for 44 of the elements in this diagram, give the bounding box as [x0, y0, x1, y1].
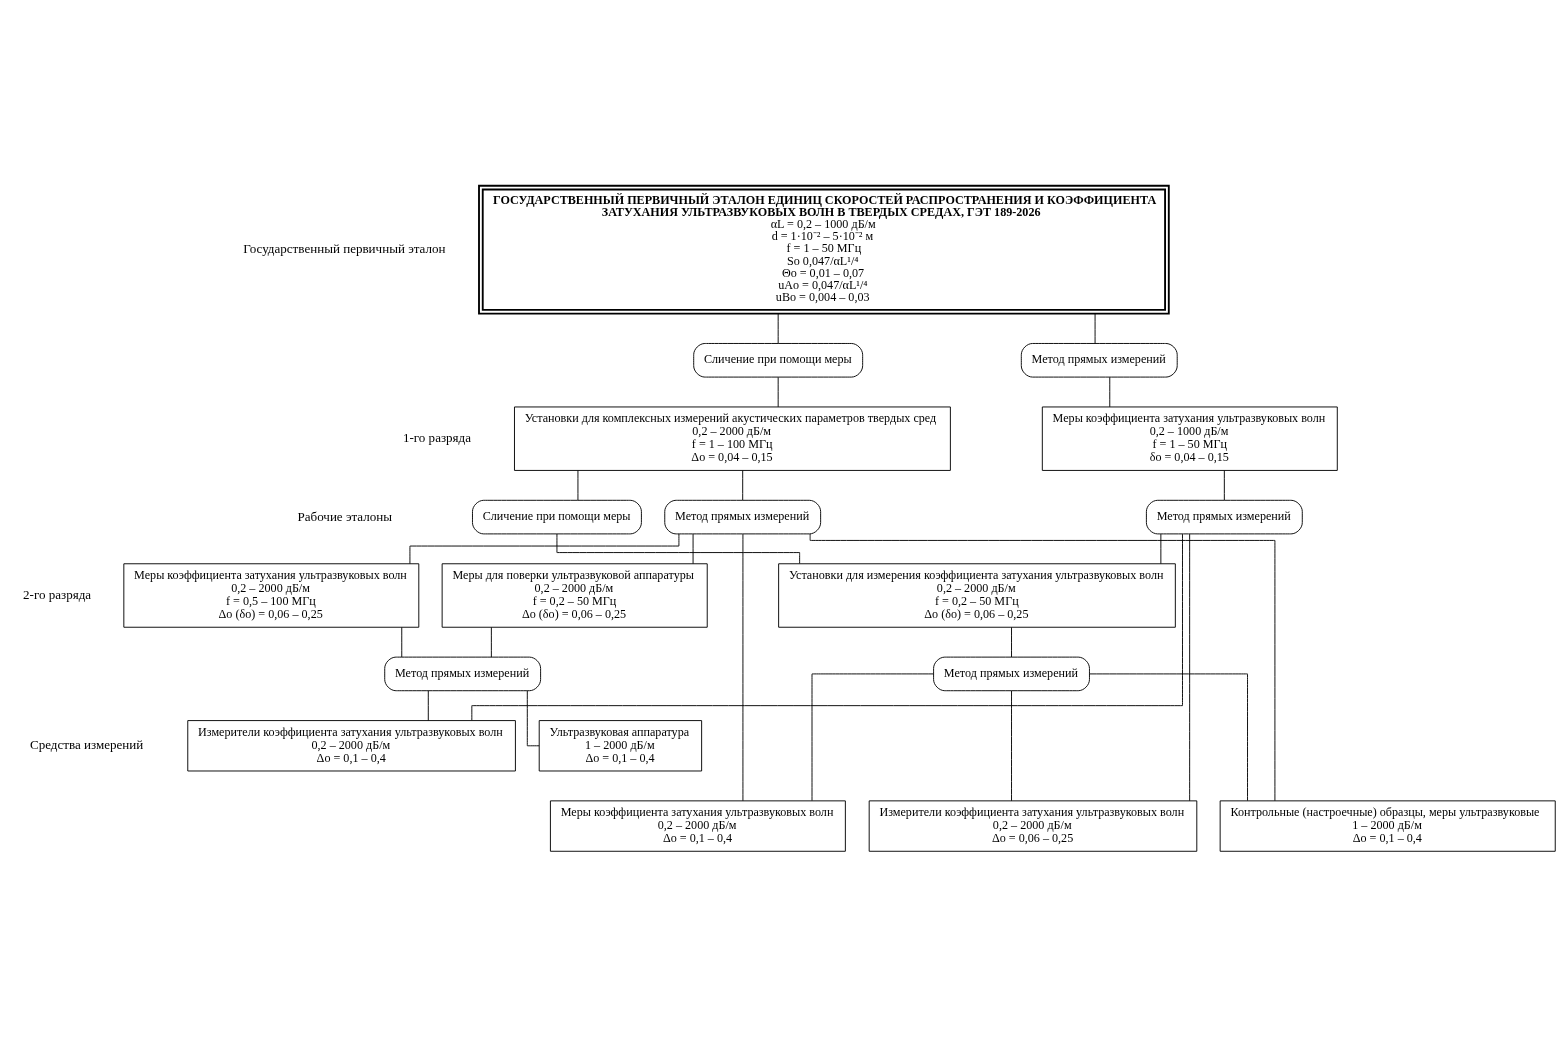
node-box: Контрольные (настроечные) образцы, меры ультразвуковые 1 – 2000 дБ/м Δo = 0,1 – 0,4: [1219, 800, 1556, 852]
connector: [401, 626, 403, 658]
connector: [777, 313, 779, 344]
connector: [471, 533, 1183, 721]
connector: [1011, 690, 1012, 802]
node-box: Измерители коэффициента затухания ультразвуковых волн 0,2 – 2000 дБ/м Δo = 0,06 – 0,25: [868, 800, 1198, 852]
connector: [556, 533, 801, 564]
node-box: Метод прямых измерений: [1145, 499, 1303, 535]
connector: [1189, 533, 1191, 802]
connector: [742, 533, 744, 802]
node-box: Установки для измерения коэффициента затухания ультразвуковых волн 0,2 – 2000 дБ/м f = 0,2 – 50 МГц Δo (δo) = 0,06 – 0,25: [778, 563, 1176, 628]
node-box: Сличение при помощи меры: [693, 343, 864, 378]
connector: [777, 376, 779, 408]
label: 2-го разряда: [23, 586, 92, 602]
node-box: Метод прямых измерений: [384, 656, 542, 692]
connector: [692, 533, 694, 565]
node-box: Меры коэффициента затухания ультразвуковых волн 0,2 – 1000 дБ/м f = 1 – 50 МГц δo = 0,04 – 0,15: [1041, 406, 1338, 471]
connector: [1094, 313, 1096, 344]
connector: [1223, 470, 1225, 501]
node-box: Метод прямых измерений: [933, 656, 1090, 692]
connector: [1011, 626, 1012, 658]
connector: [809, 533, 1276, 802]
label: Государственный первичный эталон: [243, 241, 446, 257]
connector: [1089, 673, 1248, 802]
node-box: Метод прямых измерений: [1020, 343, 1178, 378]
connector: [577, 470, 579, 501]
connector: [427, 690, 429, 721]
node-box: Сличение при помощи меры: [472, 499, 642, 535]
node-box: Установки для комплексных измерений акустических параметров твердых сред 0,2 – 2000 дБ/м f = 1 – 100 МГц Δo = 0,04 – 0,15: [514, 406, 951, 471]
label: 1-го разряда: [402, 430, 472, 446]
connector: [742, 470, 744, 501]
connector: [1160, 533, 1162, 565]
label: Рабочие эталоны: [297, 508, 393, 524]
node-box: Меры коэффициента затухания ультразвуковых волн 0,2 – 2000 дБ/м Δo = 0,1 – 0,4: [549, 800, 846, 852]
node-box: Ультразвуковая аппаратура 1 – 2000 дБ/м Δo = 0,1 – 0,4: [538, 720, 703, 772]
node-box: Измерители коэффициента затухания ультразвуковых волн 0,2 – 2000 дБ/м Δo = 0,1 – 0,4: [187, 720, 516, 772]
label: Средства измерений: [30, 737, 144, 753]
node-box: Меры для поверки ультразвуковой аппаратуры 0,2 – 2000 дБ/м f = 0,2 – 50 МГц Δo (δo) = 0,06 – 0,25: [441, 563, 708, 628]
node-box: Метод прямых измерений: [664, 499, 822, 535]
node-box: Меры коэффициента затухания ультразвуковых волн 0,2 – 2000 дБ/м f = 0,5 – 100 МГц Δo (δo) = 0,06 – 0,25: [123, 563, 420, 628]
connector: [811, 673, 934, 802]
connector: [1109, 376, 1111, 408]
connector: [526, 690, 540, 747]
connector: [490, 626, 492, 658]
